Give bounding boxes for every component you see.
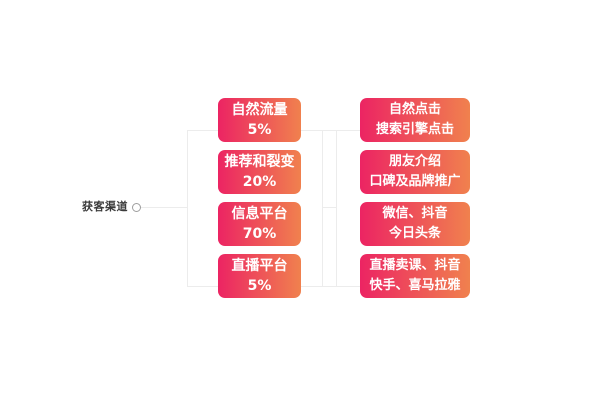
connector-line	[301, 286, 360, 287]
connector-line	[141, 207, 187, 208]
node-label: 口碑及品牌推广	[369, 174, 461, 189]
connector-line	[322, 130, 323, 287]
connector-line	[188, 130, 218, 131]
node-wechat-douyin-detail[interactable]: 微信、抖音 今日头条	[360, 202, 470, 246]
node-label: 今日头条	[388, 226, 441, 241]
node-label: 微信、抖音	[382, 206, 448, 221]
node-friend-referral-detail[interactable]: 朋友介绍 口碑及品牌推广	[360, 150, 470, 194]
node-label: 信息平台	[231, 206, 288, 222]
connector-line	[187, 130, 188, 287]
connector-line	[188, 286, 218, 287]
node-label: 自然点击	[388, 102, 441, 117]
node-natural-traffic[interactable]: 自然流量 5%	[218, 98, 301, 142]
node-percentage: 5%	[247, 278, 272, 294]
node-live-platform[interactable]: 直播平台 5%	[218, 254, 301, 298]
node-live-course-detail[interactable]: 直播卖课、抖音 快手、喜马拉雅	[360, 254, 470, 298]
node-info-platform[interactable]: 信息平台 70%	[218, 202, 301, 246]
connector-line	[323, 207, 336, 208]
root-node-label[interactable]: 获客渠道	[82, 200, 128, 213]
node-label: 搜索引擎点击	[375, 122, 454, 137]
node-referral-fission[interactable]: 推荐和裂变 20%	[218, 150, 301, 194]
node-percentage: 5%	[247, 122, 272, 138]
node-label: 直播平台	[231, 258, 288, 274]
node-natural-click-detail[interactable]: 自然点击 搜索引擎点击	[360, 98, 470, 142]
connector-line	[336, 130, 337, 287]
root-node-circle-icon[interactable]	[132, 203, 141, 212]
node-label: 快手、喜马拉雅	[369, 278, 461, 293]
node-percentage: 20%	[242, 174, 277, 190]
node-label: 直播卖课、抖音	[369, 258, 461, 273]
node-percentage: 70%	[242, 226, 277, 242]
node-label: 朋友介绍	[388, 154, 441, 169]
connector-line	[301, 130, 360, 131]
node-label: 推荐和裂变	[224, 154, 295, 170]
node-label: 自然流量	[231, 102, 288, 118]
